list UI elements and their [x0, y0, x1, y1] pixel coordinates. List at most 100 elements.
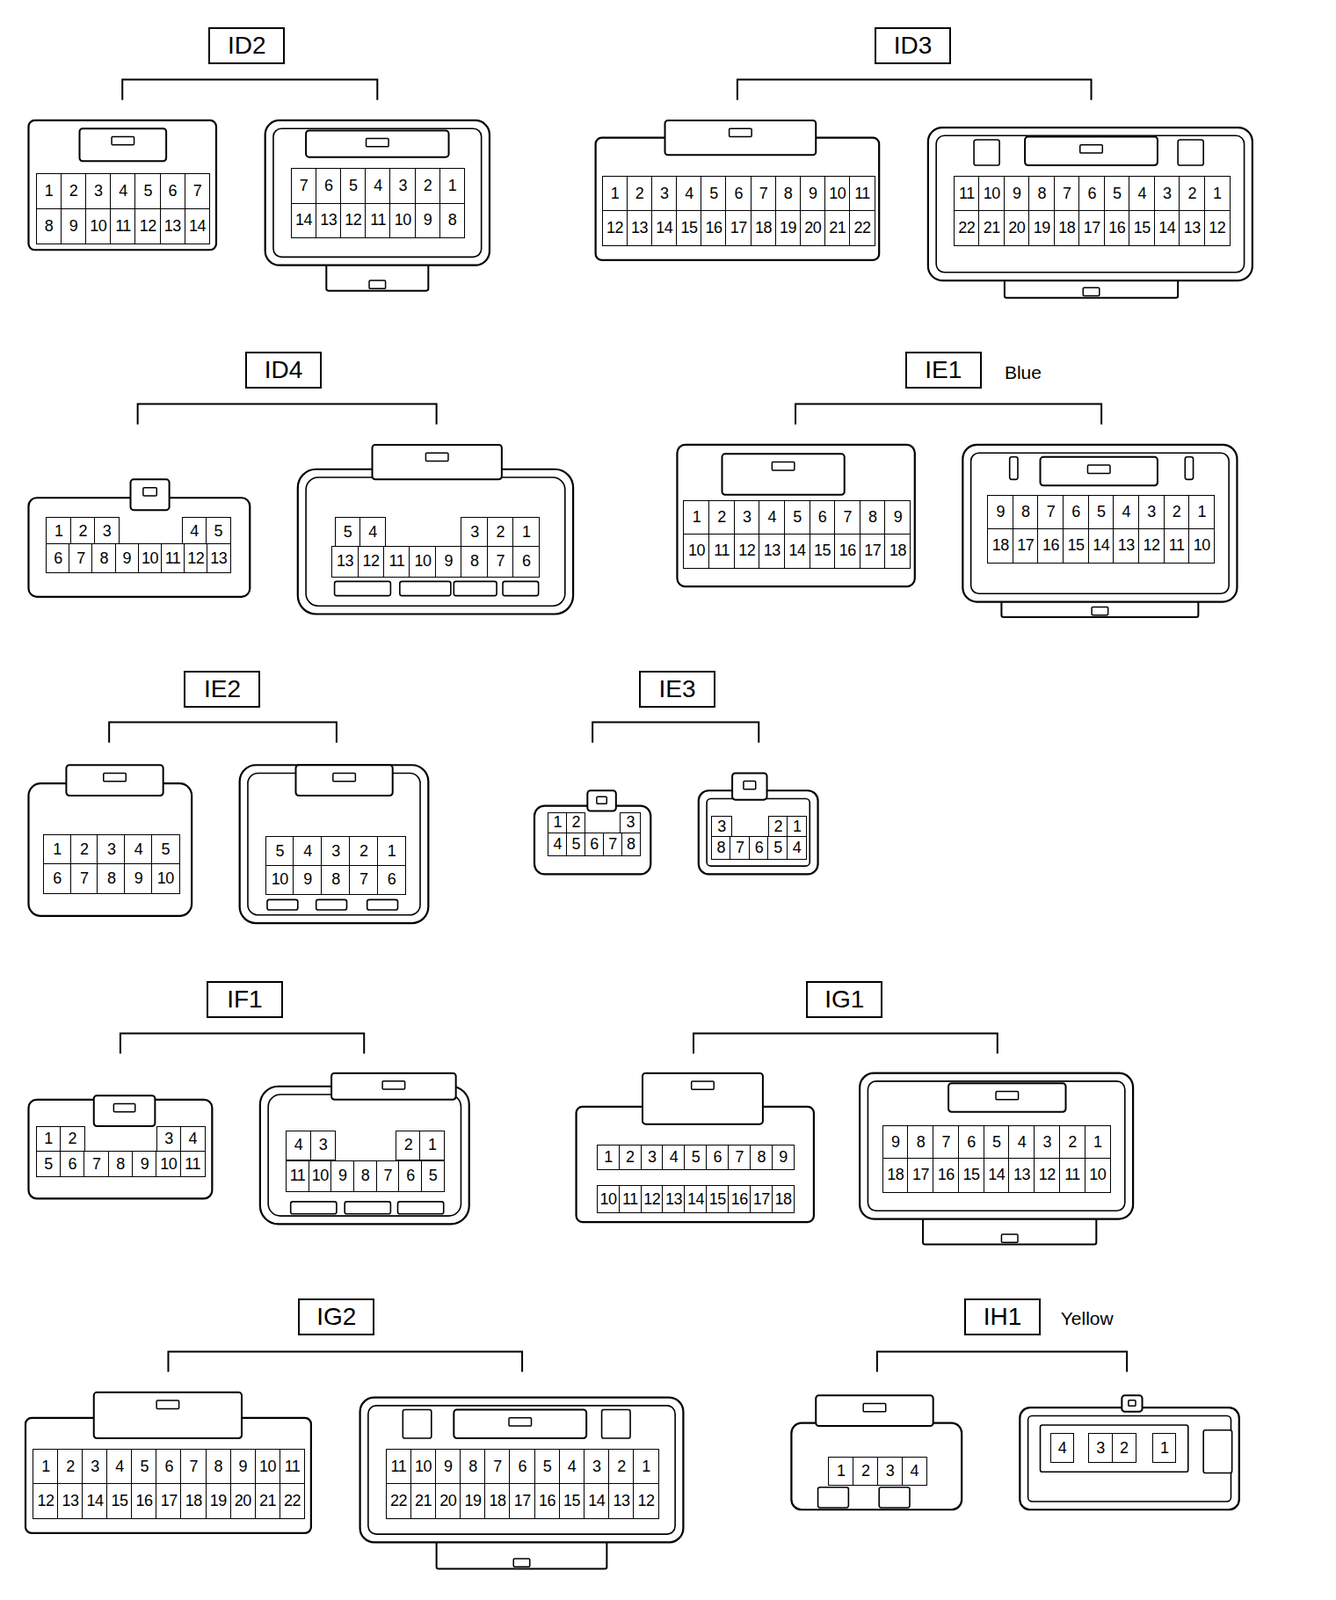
- connector-housing: [962, 444, 1237, 603]
- latch-slot: [691, 1081, 715, 1090]
- pin-number: 2: [626, 175, 654, 212]
- pin-number: 2: [1178, 175, 1206, 212]
- pin-number: 8: [205, 1448, 233, 1485]
- pin-number: 14: [651, 210, 678, 247]
- pin-number: 21: [824, 210, 851, 247]
- latch-slot: [113, 1103, 135, 1111]
- pin-number: 6: [1078, 175, 1105, 212]
- pin-number: 12: [1138, 528, 1165, 564]
- pin-number: 5: [134, 173, 161, 210]
- pin-number: 1: [547, 812, 567, 835]
- pin-number: 1: [827, 1456, 854, 1486]
- pin-number: 20: [799, 210, 827, 247]
- pin-number: 11: [708, 533, 735, 569]
- pin-number: 16: [700, 210, 727, 247]
- connector-id: IH1: [983, 1302, 1023, 1331]
- connector-housing: [239, 764, 429, 923]
- pin-number: 5: [151, 834, 180, 865]
- pin-number: 4: [1128, 175, 1155, 212]
- pin-number: 13: [626, 210, 654, 247]
- latch-slot: [111, 136, 135, 145]
- pin-number: 4: [758, 500, 785, 536]
- pin-number: 10: [265, 864, 295, 895]
- connector-housing: [859, 1073, 1133, 1220]
- pin-number: 6: [584, 832, 604, 857]
- pin-number: 5: [130, 1448, 158, 1485]
- pin-number: 14: [983, 1157, 1010, 1193]
- pin-number: 5: [334, 516, 362, 547]
- housing-inner-wall: [971, 452, 1230, 594]
- connector-id-box: ID4: [245, 351, 322, 389]
- pin-number: 11: [180, 1150, 206, 1178]
- connector-id: IE3: [658, 675, 696, 704]
- pin-number: 15: [1062, 528, 1090, 564]
- pin-number: 17: [508, 1482, 536, 1519]
- pin-number: 13: [206, 543, 232, 574]
- connector-id: ID3: [893, 31, 933, 60]
- pin-number: 22: [279, 1482, 306, 1519]
- pin-number: 9: [60, 208, 88, 245]
- connector-housing: [698, 790, 819, 874]
- pin-number: 2: [1163, 494, 1191, 531]
- pin-number: 7: [348, 864, 378, 895]
- pin-number: 13: [608, 1482, 635, 1519]
- pin-number: 9: [771, 1144, 795, 1170]
- pin-number: 9: [330, 1160, 355, 1191]
- pin-number: 9: [435, 1448, 462, 1485]
- pin-number: 8: [749, 1144, 773, 1170]
- pin-number: 7: [290, 167, 318, 204]
- housing-detail: [334, 580, 392, 596]
- pin-number: 3: [651, 175, 678, 212]
- pin-number: 6: [43, 863, 72, 894]
- connector-id-box: IE3: [638, 670, 716, 708]
- pin-number: 6: [748, 835, 770, 860]
- pin-number: 8: [621, 832, 641, 857]
- pin-number: 17: [725, 210, 752, 247]
- latch-slot: [333, 773, 356, 782]
- pin-number: 19: [205, 1482, 233, 1519]
- pin-number: 13: [57, 1482, 84, 1519]
- pin-number: 1: [32, 1448, 59, 1485]
- pin-number: 7: [1037, 494, 1064, 531]
- latch-slot: [366, 138, 390, 147]
- pin-number: 16: [727, 1184, 751, 1213]
- pin-number: 3: [460, 516, 488, 547]
- pin-number: 5: [1103, 175, 1131, 212]
- pin-number: 11: [364, 203, 392, 239]
- color-note: Blue: [1004, 362, 1042, 384]
- housing-detail: [1177, 139, 1204, 166]
- connector-housing: [28, 120, 216, 250]
- pin-number: 16: [1103, 210, 1131, 247]
- pin-number: 7: [184, 173, 211, 210]
- housing-detail: [818, 1487, 850, 1508]
- pin-number: 12: [357, 545, 385, 578]
- pin-number: 1: [439, 167, 466, 204]
- pin-number: 1: [1084, 1125, 1111, 1160]
- pin-number: 12: [602, 210, 629, 247]
- pin-number: 10: [408, 545, 436, 578]
- pin-number: 17: [1078, 210, 1105, 247]
- pin-number: 17: [155, 1482, 182, 1519]
- housing-inner-wall: [305, 477, 566, 606]
- housing-detail: [267, 899, 298, 910]
- connector-housing: [676, 444, 915, 587]
- pin-number: 1: [45, 516, 72, 545]
- pin-number: 3: [640, 1144, 664, 1170]
- pin-number: 13: [1008, 1157, 1035, 1193]
- pin-number: 12: [1033, 1157, 1061, 1193]
- pin-number: 11: [383, 545, 411, 578]
- lock-latch: [587, 790, 616, 811]
- pin-number: 13: [1178, 210, 1206, 247]
- pin-number: 9: [884, 500, 911, 536]
- pin-number: 8: [353, 1160, 378, 1191]
- latch-slot: [743, 781, 756, 790]
- pin-number: 6: [809, 500, 836, 536]
- pin-number: 2: [708, 500, 735, 536]
- pin-number: 20: [1003, 210, 1031, 247]
- connector-id-box: ID3: [874, 27, 952, 65]
- pin-number: 6: [1062, 494, 1090, 531]
- pin-number: 7: [83, 1150, 109, 1178]
- housing-detail: [973, 139, 1000, 166]
- pin-number: 8: [459, 1448, 487, 1485]
- pin-number: 7: [602, 832, 623, 857]
